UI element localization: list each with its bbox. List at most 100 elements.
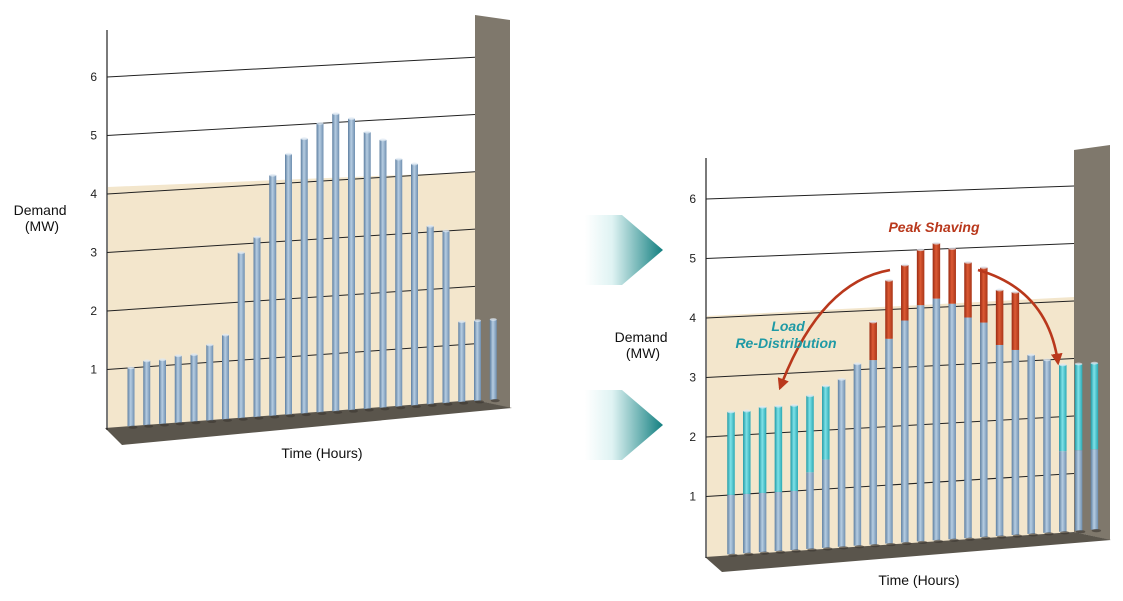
bar-shadow (1012, 534, 1023, 538)
bar-peak-shaving (995, 289, 1004, 345)
gridline (106, 56, 476, 78)
peak-shaving-arrow-left (777, 268, 891, 391)
bar-peak-shaving (980, 267, 988, 323)
bar-cap (964, 260, 972, 264)
y-tick-label: 1 (90, 363, 97, 377)
y-tick-label: 4 (90, 187, 97, 201)
y-axis-label-line-2: (MW) (25, 218, 59, 234)
bar-base (885, 338, 893, 544)
bar-base (237, 252, 245, 419)
bar-redistributed (774, 406, 783, 492)
y-tick-label: 1 (689, 490, 696, 504)
y-axis-label-line-1: Demand (615, 329, 668, 345)
bar-cap (190, 353, 198, 357)
bar-base (222, 335, 229, 420)
bar-shadow (223, 418, 232, 422)
bar-base (316, 123, 324, 413)
bar-cap (932, 241, 941, 245)
bar-cap (1074, 362, 1083, 366)
bar-cap (316, 121, 324, 125)
bar-shadow (427, 403, 437, 407)
annotation-peak-shaving: Peak Shaving (888, 219, 979, 235)
bar-base (458, 321, 466, 402)
bar-shadow (1075, 530, 1086, 534)
bar-shadow (412, 404, 421, 409)
bar-base (1059, 451, 1067, 532)
bar-peak-shaving (885, 280, 893, 339)
gridline (705, 243, 1075, 259)
bar-shadow (791, 549, 801, 553)
annotation-load-redistribution: Load Re-Distribution (735, 318, 836, 351)
bar-base (143, 360, 151, 426)
bar-redistributed (727, 411, 735, 495)
bar-base (474, 320, 481, 401)
x-axis-label: Time (Hours) (878, 572, 959, 588)
bar-base (869, 360, 877, 545)
bar-cap (1059, 363, 1067, 367)
bar-cap (853, 362, 862, 366)
back-wall (1074, 145, 1110, 540)
bar-base (411, 163, 418, 406)
bar-base (837, 379, 846, 547)
y-tick-label: 6 (689, 192, 696, 206)
bar-shadow (459, 401, 469, 405)
bar-base (300, 138, 308, 414)
bar-base (379, 139, 387, 408)
bar-shadow (317, 411, 327, 415)
transition-arrows (585, 215, 663, 460)
bar-shadow (443, 402, 453, 406)
bar-shadow (396, 405, 406, 410)
bar-peak-shaving (948, 248, 956, 304)
bar-shadow (854, 545, 865, 549)
bar-cap (442, 229, 450, 233)
bar-redistributed (743, 410, 751, 494)
bar-cap (743, 409, 751, 413)
bar-cap (174, 354, 182, 358)
gridline (106, 114, 476, 136)
bar-cap (348, 117, 355, 121)
y-tick-label: 5 (689, 252, 696, 266)
bar-cap (143, 359, 151, 363)
bar-shadow (254, 416, 264, 420)
bar-base (790, 490, 798, 551)
bar-shadow (807, 548, 817, 552)
bar-base (901, 320, 909, 543)
bar-cap (758, 405, 767, 409)
bar-shadow (1091, 529, 1102, 533)
bar-base (995, 344, 1004, 537)
bar-cap (159, 358, 166, 362)
bar-cap (222, 333, 229, 337)
bar-cap (300, 137, 308, 141)
bar-base (269, 175, 277, 416)
bar-shadow (364, 408, 374, 412)
bar-base (395, 159, 403, 407)
bar-shadow (744, 552, 754, 556)
bar-base (1011, 349, 1020, 535)
bar-cap (885, 278, 893, 282)
bar-cap (269, 173, 277, 177)
bar-base (363, 132, 371, 409)
bar-shadow (238, 417, 248, 421)
bar-base (916, 305, 925, 542)
bar-shadow (349, 409, 358, 413)
y-tick-label: 4 (689, 311, 696, 325)
bar-base (853, 363, 862, 546)
bar-base (932, 298, 941, 541)
bar-cap (237, 251, 245, 255)
bar-base (442, 230, 450, 404)
bar-base (806, 472, 814, 549)
bar-cap (790, 404, 798, 407)
bar-base (822, 459, 830, 548)
bar-cap (489, 318, 497, 321)
bar-cap (869, 320, 877, 324)
bar-cap (127, 366, 135, 370)
bar-cap (379, 138, 387, 142)
x-axis-label: Time (Hours) (281, 445, 362, 461)
bar-shadow (870, 544, 880, 548)
bar-cap (1043, 358, 1051, 362)
bar-shadow (128, 425, 138, 429)
bar-shadow (965, 537, 975, 541)
bar-shadow (1028, 533, 1038, 537)
